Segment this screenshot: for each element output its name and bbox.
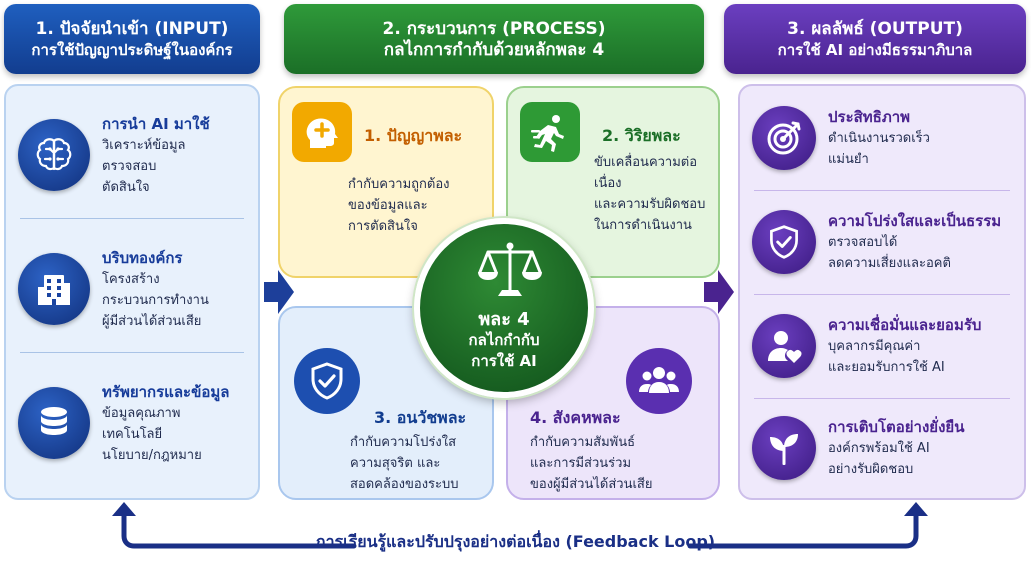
- desc-line: ในการดำเนินงาน: [594, 218, 692, 233]
- output-panel: ประสิทธิภาพ ดำเนินงานรวดเร็ว แม่นยำ ความ…: [738, 84, 1026, 500]
- divider: [20, 352, 244, 353]
- item-desc: กระบวนการทำงาน: [102, 292, 209, 308]
- output-item-trust: ความเชื่อมั่นและยอมรับ บุคลากรมีคุณค่า แ…: [740, 294, 1024, 398]
- item-desc: และยอมรับการใช้ AI: [828, 360, 945, 375]
- item-title: ความเชื่อมั่นและยอมรับ: [828, 316, 982, 334]
- input-item-ai-adoption: การนำ AI มาใช้ วิเคราะห์ข้อมูล ตรวจสอบ ต…: [6, 90, 258, 220]
- quadrant-title: 3. อนวัชพละ: [374, 408, 467, 427]
- desc-line: ของผู้มีส่วนได้ส่วนเสีย: [530, 477, 653, 492]
- process-header: 2. กระบวนการ (PROCESS) กลไกการกำกับด้วยห…: [284, 4, 704, 74]
- brain-icon: [18, 119, 90, 191]
- desc-line: กำกับความโปร่งใส: [350, 435, 457, 450]
- item-title: การเติบโตอย่างยั่งยืน: [828, 418, 965, 436]
- person-heart-icon: [752, 314, 816, 378]
- output-item-efficiency: ประสิทธิภาพ ดำเนินงานรวดเร็ว แม่นยำ: [740, 86, 1024, 190]
- feedback-loop-arrow-icon: [112, 502, 928, 549]
- item-desc: เทคโนโลยี: [102, 426, 163, 442]
- item-desc: วิเคราะห์ข้อมูล: [102, 137, 186, 153]
- divider: [754, 294, 1010, 295]
- flow-arrow-right-icon: [264, 270, 294, 314]
- head-plus-icon: [292, 102, 352, 162]
- shield-check-icon: [294, 348, 360, 414]
- output-item-transparency: ความโปร่งใสและเป็นธรรม ตรวจสอบได้ ลดความ…: [740, 190, 1024, 294]
- item-desc: ข้อมูลคุณภาพ: [102, 405, 181, 421]
- hub-title: พละ 4: [478, 309, 530, 330]
- sprout-icon: [752, 416, 816, 480]
- item-desc: อย่างรับผิดชอบ: [828, 462, 914, 477]
- item-desc: ผู้มีส่วนได้ส่วนเสีย: [102, 313, 202, 329]
- input-item-org-context: บริบทองค์กร โครงสร้าง กระบวนการทำงาน ผู้…: [6, 224, 258, 354]
- divider: [754, 398, 1010, 399]
- item-desc: นโยบาย/กฎหมาย: [102, 447, 202, 463]
- quadrant-desc: ขับเคลื่อนความต่อเนื่อง และความรับผิดชอบ…: [594, 152, 718, 236]
- hub-line: การใช้ AI: [471, 352, 537, 370]
- item-desc: ลดความเสี่ยงและอคติ: [828, 256, 951, 271]
- item-desc: องค์กรพร้อมใช้ AI: [828, 441, 930, 456]
- item-title: ความโปร่งใสและเป็นธรรม: [828, 212, 1002, 230]
- database-icon: [18, 387, 90, 459]
- item-desc: แม่นยำ: [828, 152, 869, 167]
- item-desc: บุคลากรมีคุณค่า: [828, 339, 921, 354]
- quadrant-panna: 1. ปัญญาพละ กำกับความถูกต้อง ของข้อมูลแล…: [278, 86, 494, 278]
- bala4-hub: พละ 4 กลไกกำกับ การใช้ AI: [414, 218, 594, 398]
- input-header: 1. ปัจจัยนำเข้า (INPUT) การใช้ปัญญาประดิ…: [4, 4, 260, 74]
- shield-check-icon: [752, 210, 816, 274]
- input-header-title: 1. ปัจจัยนำเข้า (INPUT): [35, 19, 229, 39]
- item-desc: ตรวจสอบได้: [828, 235, 898, 250]
- item-desc: ดำเนินงานรวดเร็ว: [828, 131, 930, 146]
- process-header-title: 2. กระบวนการ (PROCESS): [382, 19, 606, 39]
- input-panel: การนำ AI มาใช้ วิเคราะห์ข้อมูล ตรวจสอบ ต…: [4, 84, 260, 500]
- flow-arrow-right-icon: [704, 270, 734, 314]
- desc-line: กำกับความถูกต้อง: [348, 177, 450, 192]
- hub-subtitle: กลไกกำกับ การใช้ AI: [420, 330, 588, 372]
- runner-icon: [520, 102, 580, 162]
- quadrant-desc: กำกับความสัมพันธ์ และการมีส่วนร่วม ของผู…: [530, 432, 652, 495]
- process-header-subtitle: กลไกการกำกับด้วยหลักพละ 4: [383, 40, 605, 60]
- item-desc: ตัดสินใจ: [102, 179, 150, 195]
- item-title: ทรัพยากรและข้อมูล: [102, 382, 230, 401]
- building-icon: [18, 253, 90, 325]
- input-item-resources-data: ทรัพยากรและข้อมูล ข้อมูลคุณภาพ เทคโนโลยี…: [6, 358, 258, 488]
- desc-line: ความสุจริต และ: [350, 456, 441, 471]
- input-header-subtitle: การใช้ปัญญาประดิษฐ์ในองค์กร: [31, 41, 233, 59]
- item-title: ประสิทธิภาพ: [828, 108, 911, 126]
- desc-line: ของข้อมูลและ: [348, 198, 428, 213]
- quadrant-desc: กำกับความถูกต้อง ของข้อมูลและ การตัดสินใ…: [348, 174, 450, 237]
- item-title: การนำ AI มาใช้: [102, 114, 210, 133]
- divider: [754, 190, 1010, 191]
- target-icon: [752, 106, 816, 170]
- desc-line: ขับเคลื่อนความต่อเนื่อง: [594, 155, 698, 191]
- people-icon: [626, 348, 692, 414]
- desc-line: สอดคล้องของระบบ: [350, 477, 459, 492]
- quadrant-title: 1. ปัญญาพละ: [364, 126, 463, 145]
- output-header: 3. ผลลัพธ์ (OUTPUT) การใช้ AI อย่างมีธรร…: [724, 4, 1026, 74]
- desc-line: และความรับผิดชอบ: [594, 197, 706, 212]
- item-desc: ตรวจสอบ: [102, 158, 157, 174]
- desc-line: และการมีส่วนร่วม: [530, 456, 632, 471]
- scales-icon: [478, 242, 542, 296]
- output-header-subtitle: การใช้ AI อย่างมีธรรมาภิบาล: [777, 41, 973, 59]
- divider: [20, 218, 244, 219]
- item-title: บริบทองค์กร: [102, 248, 183, 267]
- feedback-loop-label: การเรียนรู้และปรับปรุงอย่างต่อเนื่อง (Fe…: [315, 532, 716, 551]
- quadrant-sangaha: 4. สังคหพละ กำกับความสัมพันธ์ และการมีส่…: [506, 306, 720, 500]
- item-desc: โครงสร้าง: [102, 271, 160, 287]
- quadrant-title: 2. วิริยพละ: [602, 126, 681, 145]
- hub-line: กลไกกำกับ: [468, 331, 540, 349]
- desc-line: กำกับความสัมพันธ์: [530, 435, 636, 450]
- desc-line: การตัดสินใจ: [348, 219, 418, 234]
- output-header-title: 3. ผลลัพธ์ (OUTPUT): [787, 19, 963, 39]
- output-item-growth: การเติบโตอย่างยั่งยืน องค์กรพร้อมใช้ AI …: [740, 396, 1024, 500]
- quadrant-desc: กำกับความโปร่งใส ความสุจริต และ สอดคล้อง…: [350, 432, 459, 495]
- quadrant-title: 4. สังคหพละ: [530, 408, 621, 427]
